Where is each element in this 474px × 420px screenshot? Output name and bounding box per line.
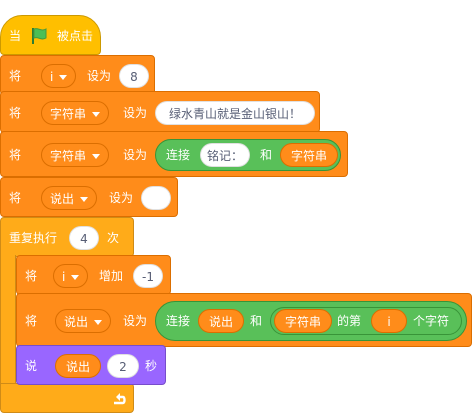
- chevron-down-icon: [71, 275, 80, 280]
- chevron-down-icon: [94, 320, 103, 325]
- join-first-input[interactable]: 铭记：: [200, 143, 250, 167]
- set-label: 将: [25, 269, 38, 283]
- variable-name: 字符串: [50, 149, 87, 163]
- variable-dropdown[interactable]: 说出: [55, 309, 112, 333]
- to-label: 设为: [123, 148, 148, 162]
- char-label: 个字符: [413, 314, 450, 328]
- index-variable-reporter[interactable]: i: [371, 309, 407, 333]
- variable-dropdown[interactable]: i: [41, 64, 77, 88]
- variable-name: i: [50, 70, 54, 84]
- secs-label: 秒: [145, 359, 158, 373]
- set-label: 将: [9, 69, 22, 83]
- repeat-block-top[interactable]: 重复执行 4 次: [0, 217, 134, 257]
- and-label: 和: [250, 314, 263, 328]
- set-label: 将: [9, 191, 22, 205]
- green-flag-icon: [32, 28, 47, 44]
- when-label: 当: [9, 29, 22, 43]
- set-string-join-block[interactable]: 将 字符串 设为 连接 铭记： 和 字符串: [0, 131, 348, 177]
- chevron-down-icon: [59, 75, 68, 80]
- join-label: 连接: [166, 148, 191, 162]
- set-label: 将: [9, 148, 22, 162]
- value-input[interactable]: [141, 186, 171, 210]
- variable-dropdown[interactable]: 字符串: [41, 143, 110, 167]
- variable-name: 说出: [50, 192, 75, 206]
- variable-dropdown[interactable]: 字符串: [41, 101, 110, 125]
- set-say-join-block[interactable]: 将 说出 设为 连接 说出 和 字符串 的第 i 个字符: [16, 293, 472, 347]
- to-label: 设为: [123, 314, 148, 328]
- set-i-block[interactable]: 将 i 设为 8: [0, 55, 155, 95]
- say-label: 说: [25, 359, 38, 373]
- set-label: 将: [25, 314, 38, 328]
- set-string-block[interactable]: 将 字符串 设为 绿水青山就是金山银山！: [0, 91, 320, 133]
- say-for-secs-block[interactable]: 说 说出 2 秒: [16, 345, 166, 385]
- join-reporter[interactable]: 连接 说出 和 字符串 的第 i 个字符: [155, 301, 467, 341]
- letter-of-reporter[interactable]: 字符串 的第 i 个字符: [270, 307, 462, 335]
- chevron-down-icon: [92, 154, 101, 159]
- of-label: 的第: [337, 314, 362, 328]
- variable-dropdown[interactable]: i: [53, 264, 89, 288]
- change-value-input[interactable]: -1: [133, 264, 163, 288]
- variable-name: i: [62, 270, 66, 284]
- to-label: 设为: [123, 106, 148, 120]
- secs-input[interactable]: 2: [107, 354, 139, 378]
- value-input[interactable]: 绿水青山就是金山银山！: [155, 101, 315, 125]
- clicked-label: 被点击: [57, 29, 94, 43]
- variable-dropdown[interactable]: 说出: [41, 186, 98, 210]
- times-label: 次: [107, 231, 120, 245]
- repeat-block-arm: [0, 255, 16, 385]
- chevron-down-icon: [92, 112, 101, 117]
- join-reporter[interactable]: 连接 铭记： 和 字符串: [155, 139, 341, 171]
- variable-reporter[interactable]: 字符串: [274, 309, 333, 333]
- join-label: 连接: [166, 314, 191, 328]
- set-say-block[interactable]: 将 说出 设为: [0, 177, 178, 217]
- chevron-down-icon: [80, 197, 89, 202]
- when-flag-clicked-block[interactable]: 当 被点击: [0, 15, 101, 55]
- repeat-times-input[interactable]: 4: [69, 226, 99, 250]
- change-i-block[interactable]: 将 i 增加 -1: [16, 255, 171, 295]
- variable-name: 说出: [64, 315, 89, 329]
- set-label: 将: [9, 106, 22, 120]
- value-input[interactable]: 8: [119, 64, 149, 88]
- variable-name: 字符串: [50, 107, 87, 121]
- loop-arrow-icon: [114, 393, 126, 405]
- variable-reporter[interactable]: 说出: [55, 354, 102, 378]
- to-label: 设为: [87, 69, 112, 83]
- and-label: 和: [260, 148, 273, 162]
- variable-reporter[interactable]: 字符串: [280, 143, 339, 167]
- repeat-label: 重复执行: [9, 231, 58, 245]
- repeat-block-bottom[interactable]: [0, 383, 134, 413]
- variable-reporter[interactable]: 说出: [198, 309, 245, 333]
- to-label: 设为: [109, 191, 134, 205]
- change-label: 增加: [99, 269, 124, 283]
